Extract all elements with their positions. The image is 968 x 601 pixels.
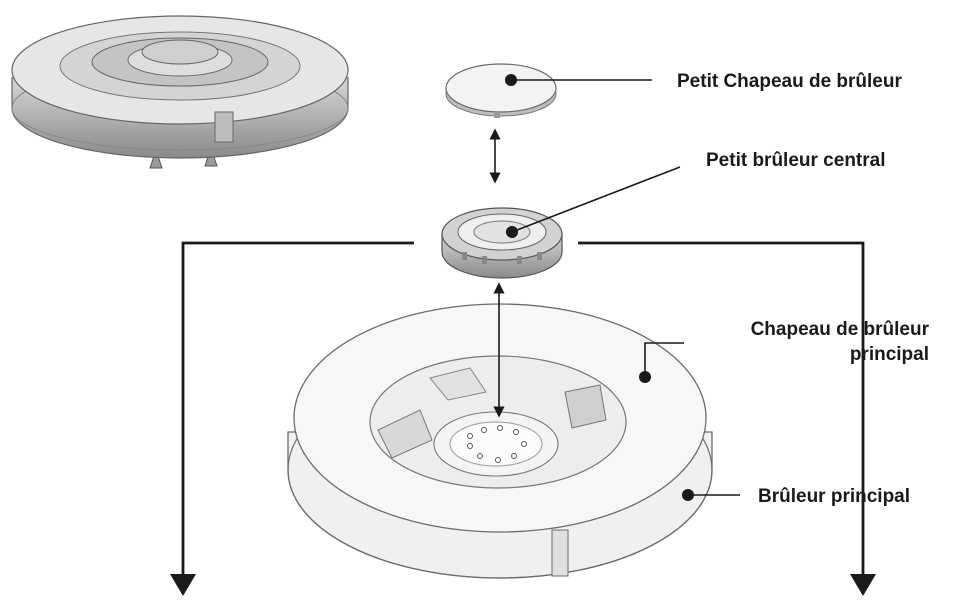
leader-small-burner	[506, 166, 681, 238]
small-burner-cap-illustration	[445, 63, 557, 118]
small-central-burner-illustration	[441, 207, 563, 279]
label-small-burner-cap: Petit Chapeau de brûleur	[677, 71, 902, 92]
label-main-burner: Brûleur principal	[758, 486, 910, 507]
main-burner-cap-illustration	[293, 303, 707, 533]
assembled-burner-illustration	[11, 15, 349, 169]
leader-small-cap	[505, 74, 652, 86]
bracket-arrow-right	[578, 241, 865, 578]
label-main-burner-cap-line1: Chapeau de brûleur	[751, 319, 930, 340]
label-main-burner-cap-line2: principal	[850, 344, 929, 365]
bracket-arrow-right-head	[850, 574, 876, 596]
bracket-arrow-left-head	[170, 574, 196, 596]
label-small-central-burner: Petit brûleur central	[706, 150, 886, 171]
leader-main-burner	[682, 489, 740, 501]
leader-main-cap	[639, 342, 684, 383]
bracket-arrow-left	[181, 241, 414, 578]
